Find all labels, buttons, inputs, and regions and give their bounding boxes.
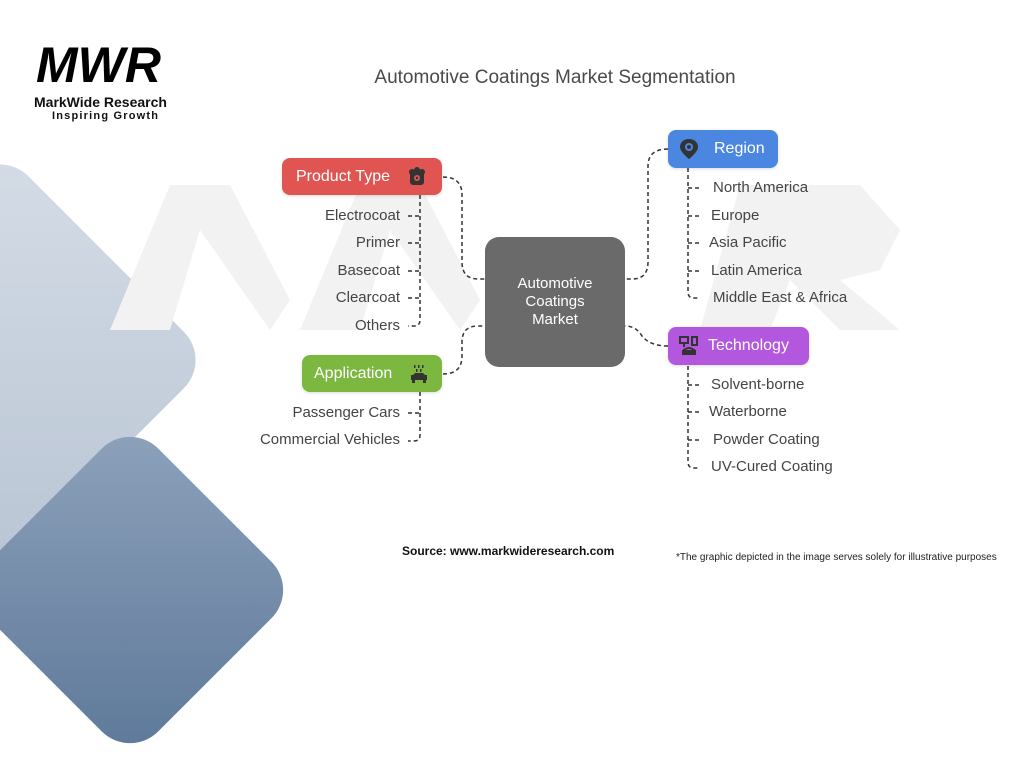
application-item: Passenger Cars bbox=[292, 404, 400, 421]
watermark-logo bbox=[110, 185, 900, 330]
segment-application: Application bbox=[302, 355, 442, 392]
product-type-item: Basecoat bbox=[337, 262, 400, 279]
region-item: Middle East & Africa bbox=[713, 289, 848, 306]
region-item: Asia Pacific bbox=[709, 234, 787, 251]
paint-can-icon bbox=[406, 166, 428, 188]
segment-product-type: Product Type bbox=[282, 158, 442, 195]
product-type-item: Primer bbox=[355, 234, 400, 251]
source-text: Source: www.markwideresearch.com bbox=[402, 544, 615, 558]
product-type-item: Electrocoat bbox=[324, 207, 400, 224]
connector-product-type-ticks bbox=[408, 215, 420, 299]
product-type-item: Clearcoat bbox=[335, 289, 400, 306]
connector-region bbox=[625, 148, 669, 280]
connector-application bbox=[442, 325, 485, 375]
segment-product-type-label: Product Type bbox=[296, 167, 390, 185]
center-node: Automotive Coatings Market bbox=[485, 237, 625, 367]
connector-application-items bbox=[408, 392, 421, 442]
connector-region-ticks bbox=[688, 187, 700, 272]
segment-technology: Technology bbox=[668, 327, 809, 365]
technology-item: UV-Cured Coating bbox=[711, 458, 833, 475]
car-wash-icon bbox=[408, 363, 430, 385]
center-node-line3: Market bbox=[532, 311, 578, 328]
application-item: Commercial Vehicles bbox=[259, 431, 400, 448]
diagram-title: Automotive Coatings Market Segmentation bbox=[374, 67, 736, 88]
region-item: North America bbox=[713, 179, 809, 196]
segment-region: Region bbox=[668, 130, 778, 168]
segment-application-label: Application bbox=[314, 364, 393, 382]
center-node-line2: Coatings bbox=[525, 293, 585, 310]
segment-technology-label: Technology bbox=[708, 337, 789, 354]
connector-technology-items bbox=[687, 366, 700, 469]
logo-name: MarkWide Research bbox=[34, 94, 167, 110]
logo-mark: MWR bbox=[36, 37, 161, 93]
connector-technology bbox=[624, 325, 669, 347]
logo-tagline: Inspiring Growth bbox=[52, 110, 160, 122]
connector-region-items bbox=[687, 168, 700, 299]
product-type-item: Others bbox=[354, 317, 400, 334]
connector-product-type bbox=[442, 176, 485, 280]
technology-item: Powder Coating bbox=[713, 431, 820, 448]
region-item: Latin America bbox=[711, 262, 802, 279]
connector-lines bbox=[408, 148, 700, 469]
segment-region-label: Region bbox=[714, 140, 765, 157]
connector-technology-ticks bbox=[688, 384, 700, 441]
location-gear-icon bbox=[678, 138, 700, 160]
center-node-line1: Automotive bbox=[517, 275, 593, 292]
disclaimer-note: *The graphic depicted in the image serve… bbox=[676, 552, 997, 563]
connector-product-type-items bbox=[408, 195, 421, 327]
region-item: Europe bbox=[711, 207, 760, 224]
technology-item: Solvent-borne bbox=[711, 376, 805, 393]
network-devices-icon bbox=[678, 335, 700, 357]
technology-item: Waterborne bbox=[709, 403, 787, 420]
